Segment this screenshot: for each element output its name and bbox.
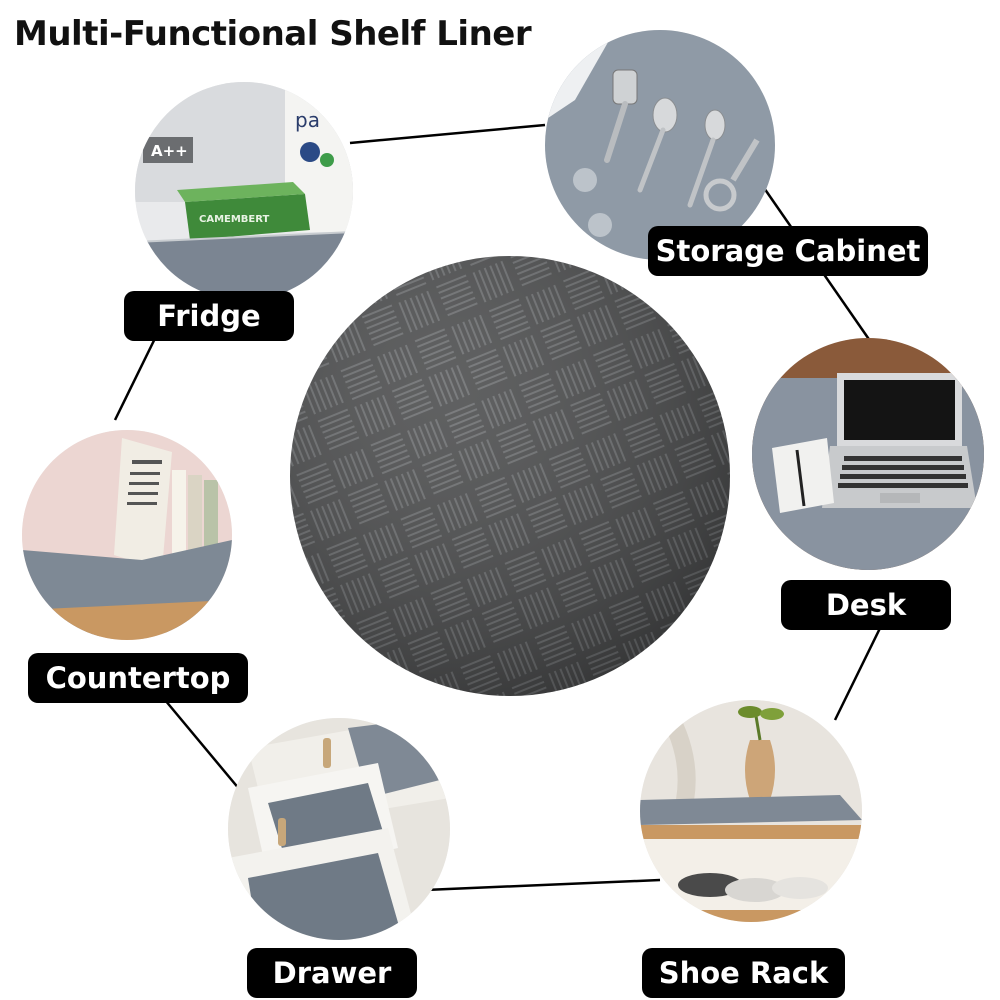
label-desk: Desk bbox=[781, 580, 951, 630]
label-shoe-rack: Shoe Rack bbox=[642, 948, 845, 998]
drawer-scene bbox=[228, 718, 450, 940]
countertop-scene bbox=[22, 430, 232, 640]
page-title: Multi-Functional Shelf Liner bbox=[14, 14, 532, 54]
label-drawer: Drawer bbox=[247, 948, 417, 998]
label-fridge: Fridge bbox=[124, 291, 294, 341]
desk-scene bbox=[752, 338, 984, 570]
storage-cabinet-scene bbox=[545, 30, 775, 260]
fridge-scene: A++ pa CAMEMBERT bbox=[135, 82, 353, 300]
carton-brand: pa bbox=[295, 108, 320, 132]
label-storage-cabinet: Storage Cabinet bbox=[648, 226, 928, 276]
liner-texture-disc bbox=[290, 256, 730, 696]
cheese-box-brand: CAMEMBERT bbox=[199, 214, 270, 225]
energy-badge: A++ bbox=[151, 142, 188, 160]
shoe-rack-scene bbox=[640, 700, 862, 922]
label-countertop: Countertop bbox=[28, 653, 248, 703]
